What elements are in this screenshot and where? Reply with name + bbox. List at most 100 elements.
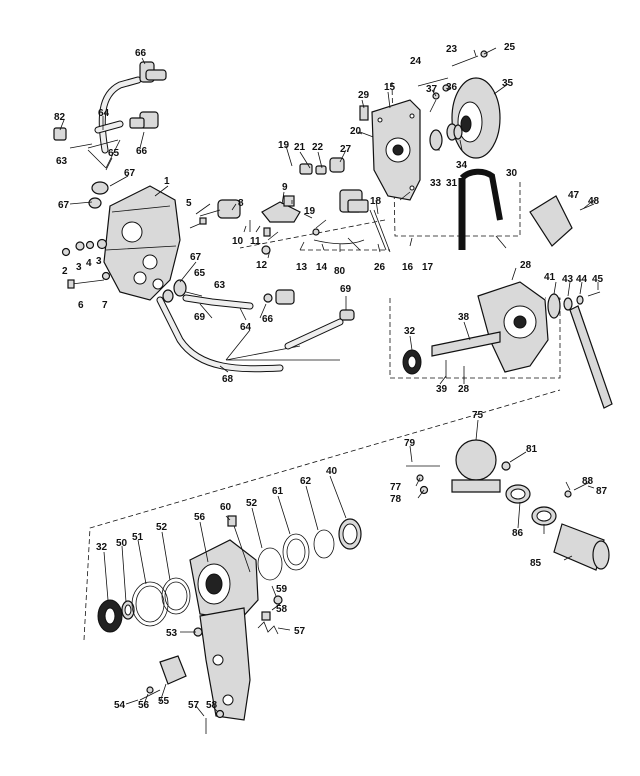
lower-hose-assembly <box>156 279 355 373</box>
callout-52: 53 <box>166 628 178 639</box>
callout-13: 13 <box>296 262 308 273</box>
callout-31: 30 <box>506 168 518 179</box>
mount-bracket <box>406 439 511 495</box>
callout-68c: 66 <box>262 314 274 325</box>
assembly-guide-lines <box>83 81 561 641</box>
callout-53: 54 <box>114 700 126 711</box>
callout-87: 87 <box>596 486 608 497</box>
callout-65a: 63 <box>56 156 68 167</box>
callout-10: 10 <box>232 236 244 247</box>
callout-23: 23 <box>446 44 458 55</box>
detent-spring <box>193 595 283 637</box>
callout-29: 28 <box>458 384 470 395</box>
callout-22: 22 <box>312 142 324 153</box>
callout-49: 50 <box>116 538 128 549</box>
callout-50: 51 <box>132 532 144 543</box>
callout-37: 36 <box>446 82 458 93</box>
crank-assembly <box>402 281 601 380</box>
callout-2: 2 <box>62 266 68 277</box>
callout-61: 59 <box>276 584 288 595</box>
callout-84: 82 <box>54 112 66 123</box>
callout-68a: 66 <box>135 48 147 59</box>
callout-36: 35 <box>502 78 514 89</box>
callout-57: 58 <box>206 700 218 711</box>
callout-59: 57 <box>294 626 306 637</box>
callout-69b: 67 <box>58 200 70 211</box>
callout-81: 79 <box>404 438 416 449</box>
callout-33b: 32 <box>96 542 108 553</box>
callout-85: 85 <box>530 558 542 569</box>
cover-plate <box>371 99 421 201</box>
callout-14: 14 <box>316 262 328 273</box>
callout-88: 88 <box>582 476 594 487</box>
callout-46: 45 <box>592 274 604 285</box>
callout-43: 41 <box>544 272 556 283</box>
callout-51a: 52 <box>246 498 258 509</box>
callout-28: 27 <box>340 144 352 155</box>
callout-64: 62 <box>300 476 312 487</box>
callout-8: 8 <box>238 198 244 209</box>
lever-arm <box>569 305 613 409</box>
callout-34: 33 <box>430 178 442 189</box>
callout-63: 61 <box>272 486 284 497</box>
callout-24: 24 <box>410 56 422 67</box>
callout-26: 26 <box>374 262 386 273</box>
callout-83: 80 <box>334 266 346 277</box>
callout-66b: 64 <box>240 322 252 333</box>
callout-19a: 19 <box>278 140 290 151</box>
callout-60: 58 <box>276 604 288 615</box>
callout-11: 11 <box>250 236 261 247</box>
callout-1: 1 <box>164 176 170 187</box>
callout-55: 56 <box>138 700 150 711</box>
callout-44: 43 <box>562 274 574 285</box>
shift-linkage-assembly <box>199 105 391 255</box>
callout-12: 12 <box>256 260 268 271</box>
bearing-stack <box>97 577 191 633</box>
callout-69a: 67 <box>124 168 136 179</box>
callout-30: 29 <box>358 90 370 101</box>
callout-40: 39 <box>436 384 448 395</box>
callout-79: 77 <box>390 482 402 493</box>
canister-assembly <box>505 481 610 571</box>
callout-18: 18 <box>370 196 382 207</box>
callout-4: 4 <box>86 258 92 269</box>
callout-69c: 67 <box>190 252 202 263</box>
callout-65b: 63 <box>214 280 226 291</box>
callout-67b: 65 <box>194 268 206 279</box>
callout-82: 81 <box>526 444 538 455</box>
callout-77a: 69 <box>340 284 352 295</box>
callout-45: 44 <box>576 274 588 285</box>
callout-27: 28 <box>520 260 532 271</box>
callout-86: 86 <box>512 528 524 539</box>
callout-20: 20 <box>350 126 362 137</box>
callout-labels: 66 64 66 82 63 65 67 67 1 5 8 2 3 4 3 6 … <box>54 42 608 711</box>
lower-gearcase <box>189 515 259 721</box>
callout-6: 6 <box>78 300 84 311</box>
callout-25: 25 <box>504 42 516 53</box>
callout-19b: 19 <box>304 206 316 217</box>
callout-77b: 69 <box>194 312 206 323</box>
callout-32: 31 <box>446 178 458 189</box>
leader-lines <box>59 47 599 717</box>
callout-58: 56 <box>194 512 206 523</box>
sector-gear <box>529 195 595 247</box>
callout-80: 78 <box>390 494 402 505</box>
upper-hose-assembly <box>53 61 167 209</box>
callout-68b: 66 <box>136 146 148 157</box>
callout-7: 7 <box>102 300 108 311</box>
callout-67a: 65 <box>108 148 120 159</box>
callout-54: 55 <box>158 696 170 707</box>
drive-pulley <box>417 50 501 159</box>
left-hardware <box>61 217 207 289</box>
callout-3b: 3 <box>96 256 102 267</box>
callout-35: 34 <box>456 160 468 171</box>
callout-9: 9 <box>282 182 288 193</box>
callout-16: 16 <box>402 262 414 273</box>
callout-47: 47 <box>568 190 580 201</box>
callout-41: 40 <box>326 466 338 477</box>
callout-62: 60 <box>220 502 232 513</box>
callout-78: 75 <box>472 410 484 421</box>
callout-39: 38 <box>458 312 470 323</box>
callout-17: 17 <box>422 262 434 273</box>
